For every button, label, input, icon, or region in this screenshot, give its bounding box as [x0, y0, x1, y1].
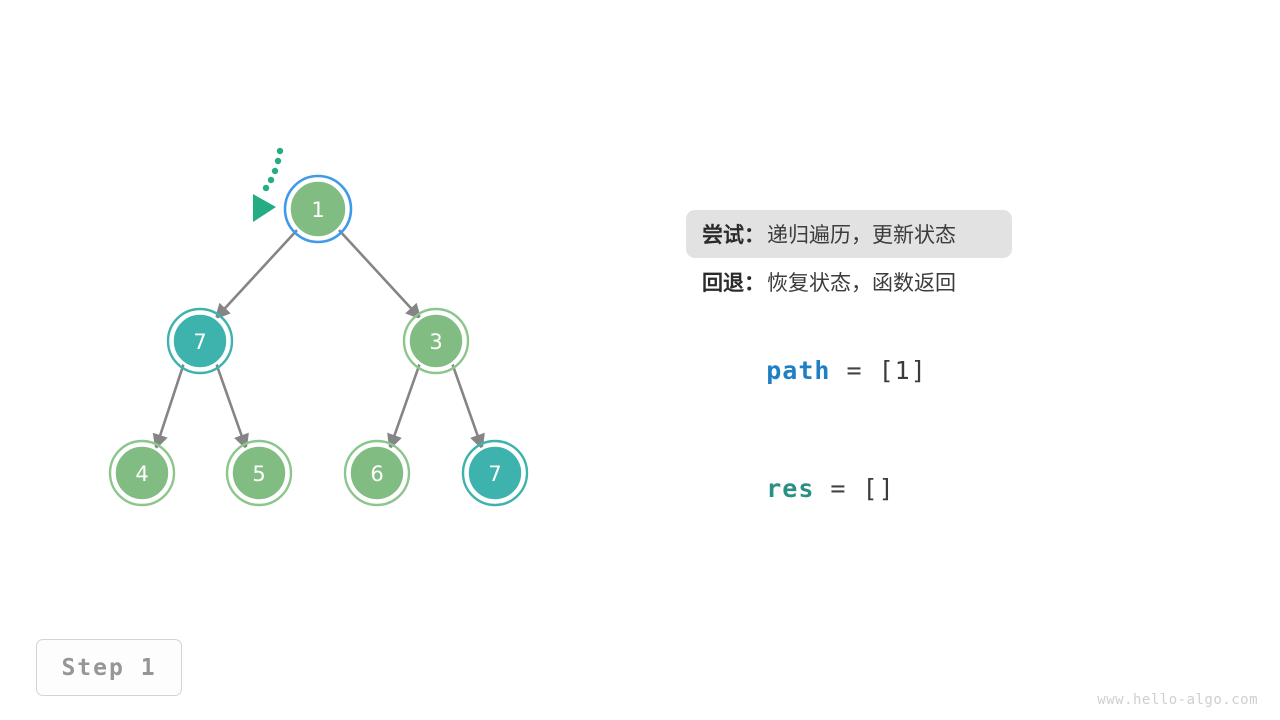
tree-node-6[interactable]: 6 [343, 439, 411, 507]
watermark: www.hello-algo.com [1097, 692, 1258, 708]
pointer-dot [274, 157, 282, 165]
legend-panel: 尝试： 递归遍历，更新状态 回退： 恢复状态，函数返回 [686, 210, 1246, 306]
code-var-res: res [766, 474, 815, 503]
node-body [466, 444, 524, 502]
code-op-res: = [814, 474, 863, 503]
pointer-dot [262, 184, 270, 192]
node-label: 6 [370, 462, 383, 486]
node-body [407, 312, 465, 370]
tree-node-1[interactable]: 1 [283, 174, 353, 244]
node-label: 7 [488, 462, 501, 486]
node-label: 4 [135, 462, 148, 486]
hint-try-key: 尝试： [702, 223, 765, 247]
node-ring [166, 307, 234, 375]
hint-try: 尝试： 递归遍历，更新状态 [686, 210, 1012, 258]
code-value-res: [] [862, 474, 895, 503]
code-op-path: = [830, 356, 879, 385]
binary-tree-graphic: 1 7 3 4 5 6 7 [108, 147, 529, 507]
node-ring [108, 439, 176, 507]
node-label: 7 [193, 330, 206, 354]
tree-node-7-right[interactable]: 7 [461, 439, 529, 507]
pointer-dot [276, 147, 284, 155]
hint-backtrack: 回退： 恢复状态，函数返回 [686, 258, 1246, 306]
code-line-path: path = [1] [702, 327, 927, 414]
code-line-res: res = [] [702, 445, 895, 532]
node-body [348, 444, 406, 502]
node-body [288, 179, 348, 239]
node-ring [343, 439, 411, 507]
node-ring [402, 307, 470, 375]
edge-3-to-6 [387, 362, 422, 450]
node-label: 3 [429, 330, 442, 354]
tree-edges [152, 228, 485, 450]
node-label: 1 [311, 198, 324, 222]
edge-3-to-7r [450, 362, 485, 450]
node-body [171, 312, 229, 370]
tree-node-5[interactable]: 5 [225, 439, 293, 507]
pointer-arrow-icon [253, 194, 276, 222]
node-ring [461, 439, 529, 507]
node-ring [225, 439, 293, 507]
recursion-pointer [253, 147, 284, 222]
tree-node-3[interactable]: 3 [402, 307, 470, 375]
edge-7l-to-5 [214, 362, 249, 450]
code-value-path: [1] [878, 356, 927, 385]
edge-1-to-7l [214, 228, 299, 320]
node-label: 5 [252, 462, 265, 486]
hint-try-value: 递归遍历，更新状态 [767, 223, 956, 247]
tree-node-7-left[interactable]: 7 [166, 307, 234, 375]
step-badge: Step 1 [36, 639, 182, 696]
code-var-path: path [766, 356, 831, 385]
edge-7l-to-4 [152, 362, 186, 450]
edge-1-to-3 [337, 228, 422, 320]
node-ring-active [283, 174, 353, 244]
node-body [230, 444, 288, 502]
node-body [113, 444, 171, 502]
tree-node-4[interactable]: 4 [108, 439, 176, 507]
pointer-dot [271, 167, 279, 175]
pointer-dot [267, 176, 275, 184]
hint-backtrack-value: 恢复状态，函数返回 [767, 271, 956, 295]
hint-backtrack-key: 回退： [702, 271, 765, 295]
